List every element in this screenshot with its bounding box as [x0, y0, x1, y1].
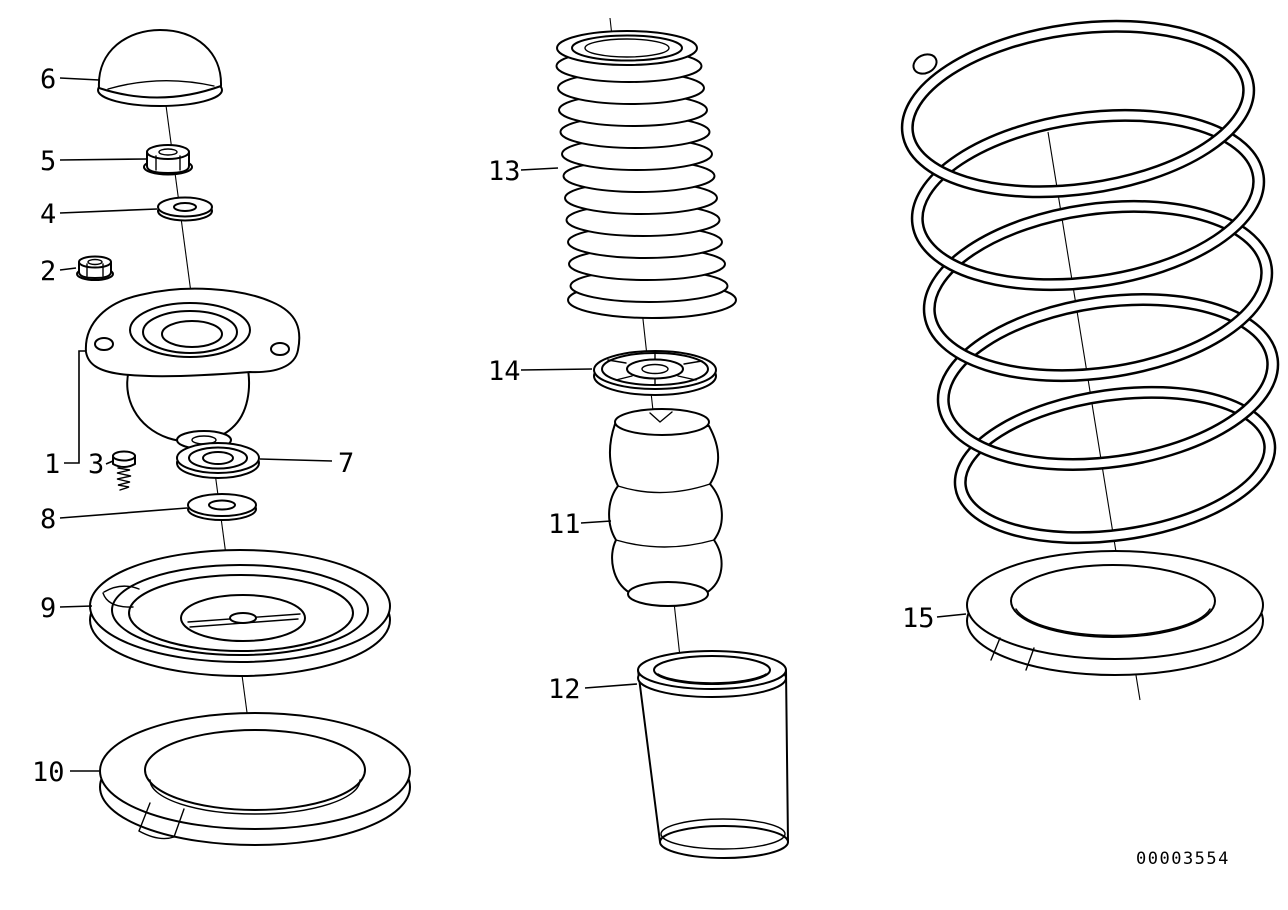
callout-9-label: 9	[40, 593, 56, 624]
leader-lines	[59, 77, 967, 772]
callout-7-label: 7	[338, 448, 354, 479]
part-6-cap	[97, 29, 223, 107]
part-5-nut	[143, 144, 193, 176]
part-7-ring	[176, 442, 260, 479]
callout-12-label: 12	[548, 674, 581, 705]
part-9-upper-spring-seat	[89, 549, 391, 677]
callout-15-label: 15	[902, 603, 935, 634]
coil-spring	[900, 19, 1280, 545]
part-14-washer	[593, 350, 717, 396]
part-4-washer	[157, 196, 213, 222]
part-8-washer	[187, 493, 257, 521]
part-11-bump-stop	[608, 408, 723, 607]
part-2-nut	[76, 255, 114, 281]
callout-3-label: 3	[88, 449, 104, 480]
part-3-screw	[112, 450, 136, 491]
part-15-spring-pad	[966, 550, 1264, 676]
callout-14-label: 14	[488, 356, 521, 387]
part-13-bellows	[555, 30, 737, 319]
callout-5-label: 5	[40, 146, 56, 177]
callout-10-label: 10	[32, 757, 65, 788]
part-12-tube	[637, 650, 789, 859]
callout-4-label: 4	[40, 199, 56, 230]
drawing-number: 00003554	[1136, 849, 1230, 869]
part-10-lower-ring	[99, 712, 411, 846]
callout-6-label: 6	[40, 64, 56, 95]
part-1-strut-mount	[84, 287, 301, 450]
callout-2-label: 2	[40, 256, 56, 287]
callout-1-label: 1	[44, 449, 60, 480]
callout-8-label: 8	[40, 504, 56, 535]
callout-11-label: 11	[548, 509, 581, 540]
callout-labels: 6 5 4 2 1 3 7 8 9 10 13 14 11 12 15	[32, 64, 935, 788]
callout-13-label: 13	[488, 156, 521, 187]
